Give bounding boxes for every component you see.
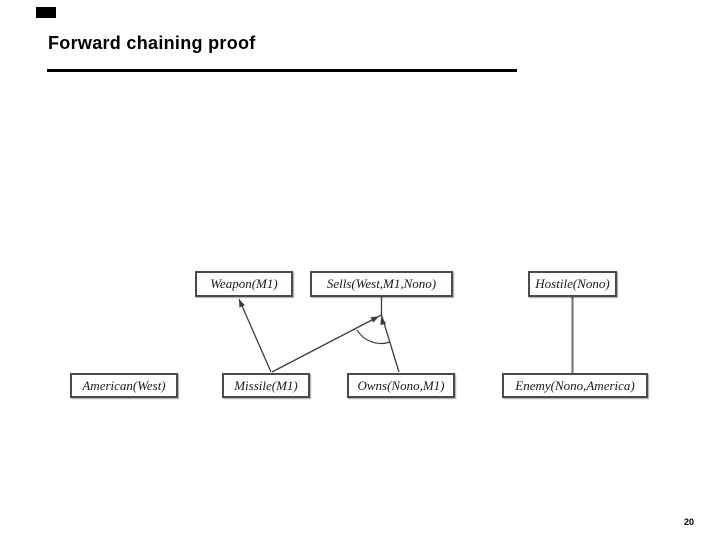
arrowhead-right-branch [380,316,387,326]
connector-junction-missile [271,314,382,373]
node-enemy: Enemy(Nono,America) [502,373,648,398]
node-missile: Missile(M1) [222,373,310,398]
corner-logo-mark [36,7,56,18]
node-hostile: Hostile(Nono) [528,271,617,297]
title-underline [47,69,517,72]
arrowhead-left-branch [370,316,379,323]
page-number: 20 [684,517,695,527]
connector-missile-weapon [238,298,272,373]
node-american: American(West) [70,373,178,398]
node-weapon: Weapon(M1) [195,271,293,297]
slide-title: Forward chaining proof [48,33,256,53]
node-owns: Owns(Nono,M1) [347,373,455,398]
node-sells: Sells(West,M1,Nono) [310,271,453,297]
connector-junction-owns [380,314,400,373]
arrowhead-weapon [239,299,245,308]
and-arc [356,329,391,345]
